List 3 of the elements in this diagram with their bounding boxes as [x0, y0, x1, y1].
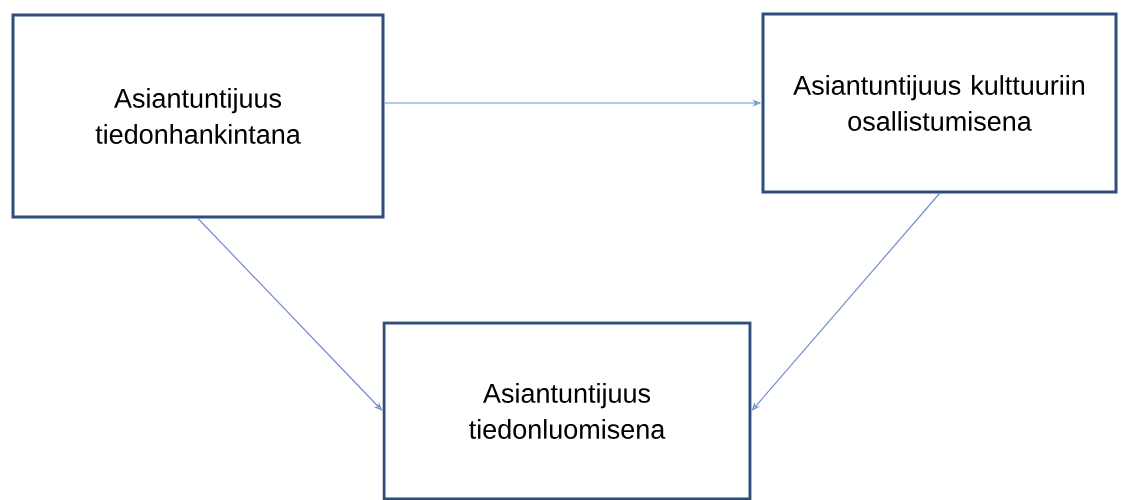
concept-box: Asiantuntijuus tiedonhankintana: [11, 13, 385, 219]
concept-box: Asiantuntijuus tiedonluomisena: [382, 321, 752, 500]
concept-box: Asiantuntijuus kulttuuriin osallistumisena: [761, 12, 1118, 194]
